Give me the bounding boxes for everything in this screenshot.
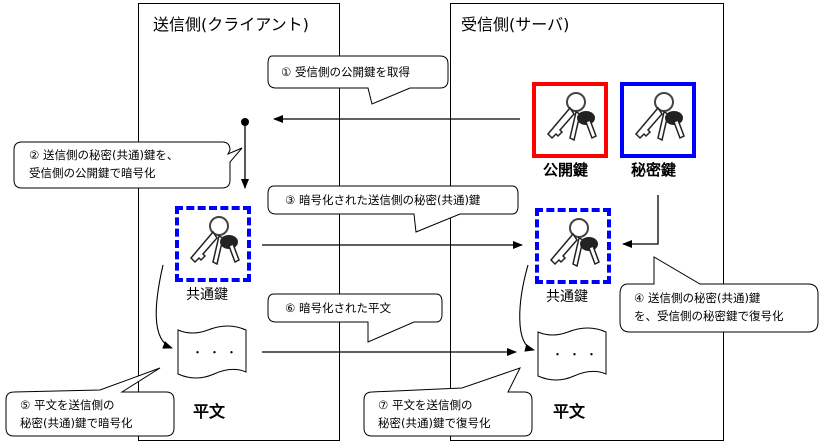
receiver-title: 受信側(サーバ): [461, 15, 570, 34]
sender-frame: [138, 3, 340, 441]
receiver-frame: [450, 3, 724, 441]
keys-icon: [189, 216, 240, 266]
sender-common-key-box: [175, 206, 251, 282]
receiver-plaintext-label: 平文: [553, 402, 586, 421]
callout-6-shape: [267, 293, 443, 343]
callout-4-shape: [619, 256, 819, 333]
connector-receiver-key-to-text: [519, 264, 535, 352]
callout-3-shape: [267, 185, 519, 233]
keys-icon: [549, 218, 600, 268]
callout-2-shape: [13, 141, 243, 189]
callout-3-text: ③ 暗号化された送信側の秘密(共通)鍵: [285, 193, 481, 207]
sender-title: 送信側(クライアント): [153, 15, 309, 34]
receiver-common-key-box: [535, 208, 611, 284]
private-key-box: [620, 82, 696, 158]
arrow-decrypt-common-key: [622, 195, 659, 248]
callout-6-text: ⑥ 暗号化された平文: [285, 301, 391, 315]
receiver-document-shape: [537, 327, 607, 381]
keys-icon: [634, 92, 685, 142]
connector-sender-key-to-text: [155, 264, 173, 349]
callout-5-text: ⑤ 平文を送信側の 秘密(共通)鍵で暗号化: [20, 398, 133, 430]
callout-7-text: ⑦ 平文を送信側の 秘密(共通)鍵で復号化: [378, 398, 491, 430]
callout-4-text: ④ 送信側の秘密(共通)鍵 を、受信側の秘密鍵で復号化: [634, 291, 784, 323]
sender-common-key-label: 共通鍵: [186, 287, 228, 303]
sender-plaintext-label: 平文: [193, 402, 226, 421]
callout-5-shape: [5, 367, 175, 437]
receiver-common-key-label: 共通鍵: [546, 289, 588, 305]
receiver-document-dots: ・・・: [552, 348, 603, 361]
callout-1-shape: [267, 55, 449, 105]
callout-7-shape: [363, 367, 533, 437]
sender-document-shape: [177, 325, 247, 379]
private-key-label: 秘密鍵: [631, 161, 677, 179]
callout-2-text: ② 送信側の秘密(共通)鍵を、 受信側の公開鍵で暗号化: [29, 148, 179, 180]
keys-icon: [546, 92, 597, 142]
public-key-box: [532, 82, 608, 158]
callout-1-text: ① 受信側の公開鍵を取得: [281, 65, 410, 79]
public-key-label: 公開鍵: [543, 161, 589, 179]
sender-document-dots: ・・・: [192, 346, 243, 359]
